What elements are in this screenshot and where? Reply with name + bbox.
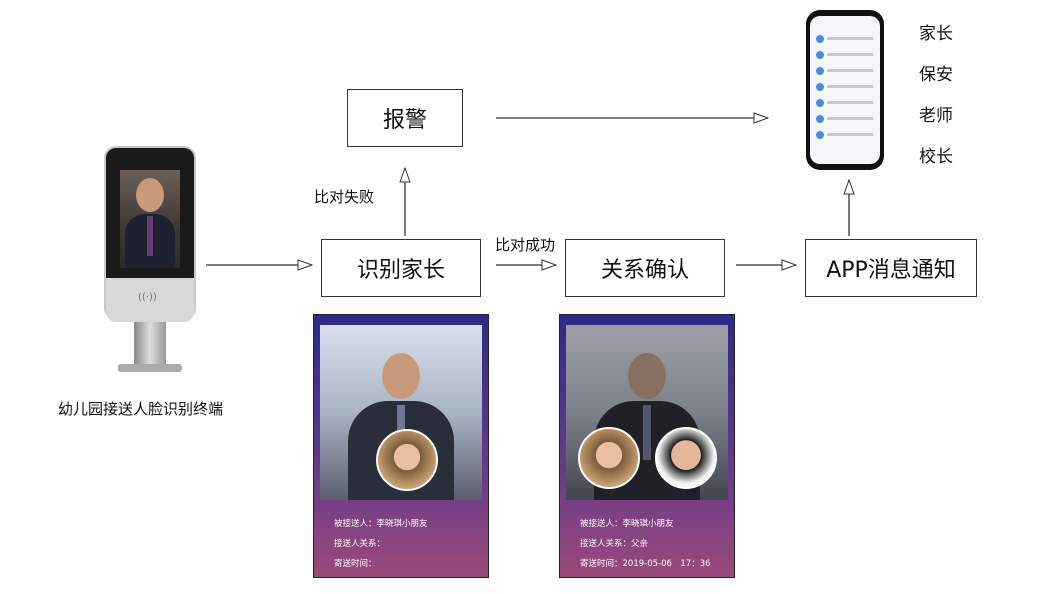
identify-parent-node: 识别家长 (321, 239, 481, 297)
time-text: 寄送时间：2019-05-06 17：36 (580, 559, 711, 569)
relation-text: 接送人关系：父亲 (580, 539, 649, 549)
face-image (136, 178, 164, 212)
recipient-security: 保安 (919, 65, 953, 85)
terminal-card-reader: ((·)) (106, 278, 194, 322)
terminal-base (118, 364, 182, 372)
child-avatar (376, 429, 438, 491)
terminal-screen (120, 170, 180, 268)
recipient-teacher: 老师 (919, 106, 953, 126)
app-notify-node: APP消息通知 (805, 239, 977, 297)
nfc-icon: ((·)) (138, 292, 157, 303)
parent-avatar (655, 427, 717, 489)
terminal-stand (134, 322, 166, 366)
child-avatar (578, 427, 640, 489)
picked-child-text: 被接送人：李晓琪小朋友 (334, 519, 428, 529)
time-text: 寄送时间： (334, 559, 377, 569)
relation-text: 接送人关系： (334, 539, 386, 549)
pickup-person-photo (320, 325, 482, 500)
compare-success-label: 比对成功 (495, 236, 556, 254)
recipient-principal: 校长 (919, 147, 953, 167)
compare-fail-label: 比对失败 (314, 188, 375, 206)
identify-result-card: 被接送人：李晓琪小朋友 接送人关系： 寄送时间： (313, 314, 489, 578)
phone-screen (810, 16, 880, 164)
terminal-caption: 幼儿园接送人脸识别终端 (58, 400, 224, 418)
relation-confirm-card: 被接送人：李晓琪小朋友 接送人关系：父亲 寄送时间：2019-05-06 17：… (559, 314, 735, 578)
face-recognition-terminal: ((·)) (100, 148, 200, 378)
alarm-node: 报警 (347, 89, 463, 147)
relation-confirm-node: 关系确认 (565, 239, 725, 297)
picked-child-text: 被接送人：李晓琪小朋友 (580, 519, 674, 529)
phone-illustration (806, 10, 884, 170)
recipient-parent: 家长 (919, 24, 953, 44)
